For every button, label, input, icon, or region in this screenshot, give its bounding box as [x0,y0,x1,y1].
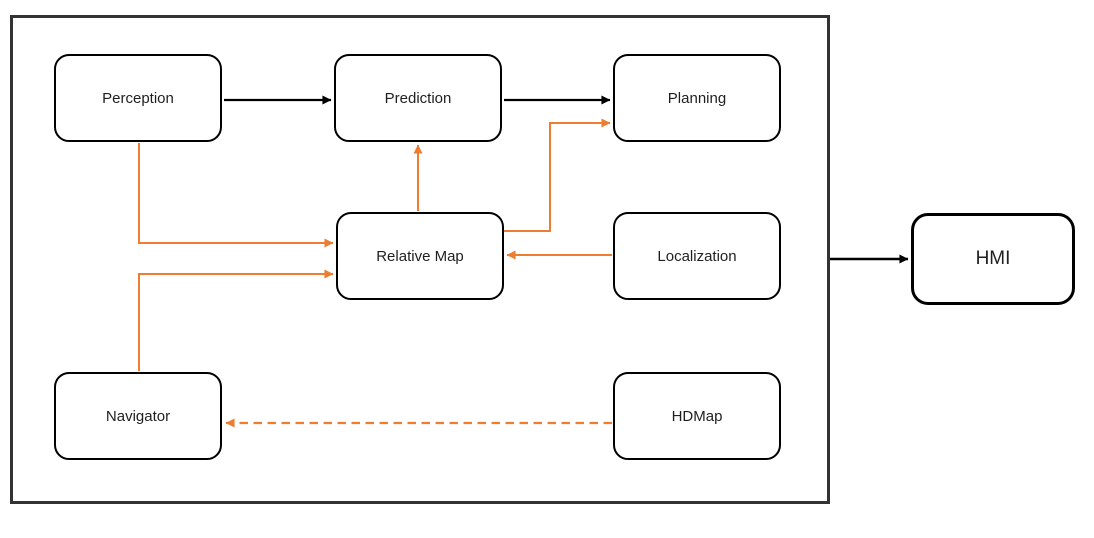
node-relative-map-label: Relative Map [376,247,464,265]
node-prediction: Prediction [334,54,502,142]
node-navigator-label: Navigator [105,407,171,425]
node-perception: Perception [54,54,222,142]
node-localization-label: Localization [657,247,737,265]
node-perception-label: Perception [102,89,174,107]
node-planning: Planning [613,54,781,142]
node-hmi-label: HMI [975,248,1011,269]
node-localization: Localization [613,212,781,300]
node-hdmap-label: HDMap [671,407,723,425]
node-hmi: HMI [911,213,1075,305]
system-boundary-frame [10,15,830,504]
node-hdmap: HDMap [613,372,781,460]
node-prediction-label: Prediction [384,89,452,107]
node-navigator: Navigator [54,372,222,460]
node-relative-map: Relative Map [336,212,504,300]
node-planning-label: Planning [667,89,727,107]
